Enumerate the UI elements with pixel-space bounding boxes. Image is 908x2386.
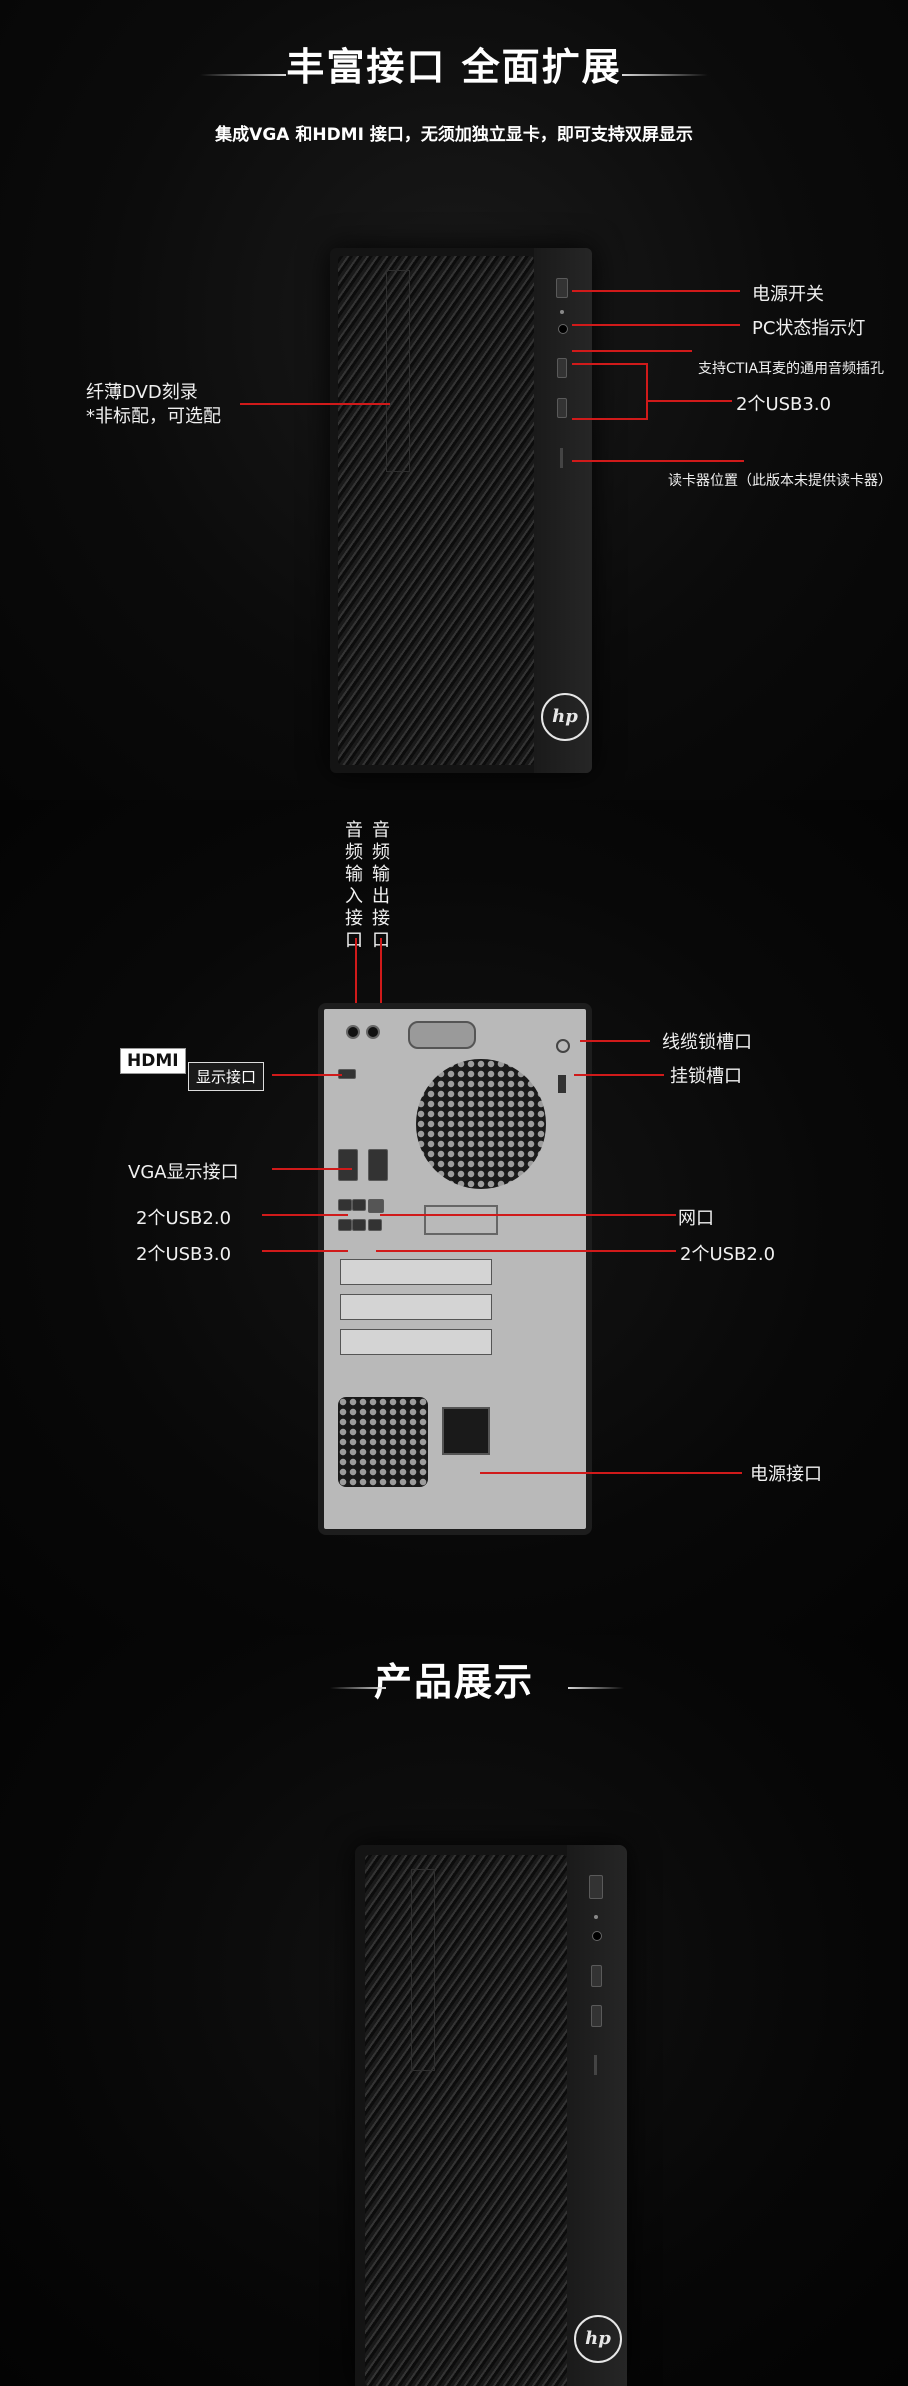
callout-line xyxy=(272,1168,352,1170)
title-line-right xyxy=(622,74,708,76)
front-usb-1 xyxy=(557,358,567,378)
label-audio-in: 音频输入接口 xyxy=(345,820,363,951)
power-button xyxy=(556,278,568,298)
power-button xyxy=(589,1875,603,1899)
status-led xyxy=(560,310,564,314)
label-audio-jack: 支持CTIA耳麦的通用音频插孔 xyxy=(698,361,885,377)
audio-jack xyxy=(558,324,568,334)
card-reader-slot xyxy=(594,2055,597,2075)
odd-bay xyxy=(386,270,410,472)
audio-jack xyxy=(592,1931,602,1941)
label-dvd-optional: *非标配，可选配 xyxy=(86,406,221,427)
label-lan: 网口 xyxy=(678,1208,714,1229)
label-usb20-left: 2个USB2.0 xyxy=(136,1208,232,1229)
io-cover xyxy=(424,1205,498,1235)
label-power-port: 电源接口 xyxy=(750,1464,822,1485)
label-hdmi: 显示接口 xyxy=(188,1062,265,1091)
label-usb30-left: 2个USB3.0 xyxy=(136,1244,232,1265)
callout-line xyxy=(572,363,646,365)
section-title: 丰富接口 全面扩展 xyxy=(286,45,622,89)
rear-usb20-a xyxy=(338,1199,352,1211)
section-title: 产品展示 xyxy=(373,1660,534,1704)
section-subtitle: 集成VGA 和HDMI 接口，无须加独立显卡，即可支持双屏显示 xyxy=(215,125,693,145)
expansion-slot-3 xyxy=(340,1329,492,1355)
serial-port xyxy=(368,1149,388,1181)
callout-line xyxy=(572,418,646,420)
callout-line xyxy=(572,350,692,352)
audio-out-port xyxy=(366,1025,380,1039)
callout-line xyxy=(240,403,390,405)
card-reader-slot xyxy=(560,448,563,468)
power-connector xyxy=(442,1407,490,1455)
interface-section: 丰富接口 全面扩展 集成VGA 和HDMI 接口，无须加独立显卡，即可支持双屏显… xyxy=(0,0,908,800)
rear-usb30-a xyxy=(338,1219,352,1231)
label-audio-out: 音频输出接口 xyxy=(372,820,390,951)
title-line-left xyxy=(200,74,286,76)
callout-line xyxy=(580,1040,650,1042)
status-led xyxy=(594,1915,598,1919)
callout-line xyxy=(380,1214,676,1216)
expansion-slot-1 xyxy=(340,1259,492,1285)
pc-showcase-view: hp xyxy=(355,1845,627,2386)
product-showcase-section: 产品展示 hp xyxy=(0,1635,908,2386)
callout-line xyxy=(574,1074,664,1076)
rear-usb20-c xyxy=(368,1219,382,1231)
hp-logo: hp xyxy=(574,2315,622,2363)
front-usb-2 xyxy=(591,2005,602,2027)
rear-usb20-b xyxy=(352,1199,366,1211)
front-bezel: hp xyxy=(534,248,592,773)
psu-grille xyxy=(338,1397,428,1487)
label-vga: VGA显示接口 xyxy=(128,1162,239,1183)
rear-usb30-b xyxy=(352,1219,366,1231)
audio-in-port xyxy=(346,1025,360,1039)
pc-rear-view xyxy=(318,1003,592,1535)
expansion-slot-2 xyxy=(340,1294,492,1320)
callout-line xyxy=(572,324,740,326)
callout-line xyxy=(572,290,740,292)
label-usb30: 2个USB3.0 xyxy=(736,394,832,415)
hp-logo: hp xyxy=(541,693,589,741)
label-padlock: 挂锁槽口 xyxy=(670,1066,742,1087)
label-usb20-right: 2个USB2.0 xyxy=(680,1244,776,1265)
vga-port xyxy=(338,1149,358,1181)
rear-handle-slot xyxy=(408,1021,476,1049)
callout-bracket xyxy=(646,363,648,420)
front-usb-1 xyxy=(591,1965,602,1987)
lan-port xyxy=(368,1199,384,1213)
label-dvd: 纤薄DVD刻录 xyxy=(86,382,198,403)
front-usb-2 xyxy=(557,398,567,418)
front-bezel: hp xyxy=(567,1845,627,2386)
callout-line xyxy=(262,1214,348,1216)
front-mesh-panel xyxy=(365,1855,567,2386)
label-cable-lock: 线缆锁槽口 xyxy=(662,1032,752,1053)
callout-line xyxy=(646,400,732,402)
callout-line xyxy=(272,1074,342,1076)
front-mesh-panel xyxy=(338,256,534,765)
callout-line xyxy=(262,1250,348,1252)
pc-front-view: hp xyxy=(330,248,592,773)
title-line-right xyxy=(568,1687,624,1689)
label-pc-status: PC状态指示灯 xyxy=(752,318,866,339)
audio-ports xyxy=(346,1015,380,1041)
label-power-switch: 电源开关 xyxy=(752,284,824,305)
padlock-loop xyxy=(558,1075,566,1093)
title-line-left xyxy=(330,1687,386,1689)
callout-line xyxy=(480,1472,742,1474)
hdmi-badge: HDMI xyxy=(120,1048,186,1074)
fan-grille xyxy=(416,1059,546,1189)
label-card-reader: 读卡器位置（此版本未提供读卡器） xyxy=(668,473,892,489)
rear-ports-section: 音频输入接口 音频输出接口 HDMI 显示接口 VGA显示接口 2个USB2.0 xyxy=(0,800,908,1635)
odd-bay xyxy=(411,1869,435,2071)
callout-line xyxy=(376,1250,676,1252)
cable-lock-slot xyxy=(556,1039,570,1053)
callout-line xyxy=(572,460,744,462)
